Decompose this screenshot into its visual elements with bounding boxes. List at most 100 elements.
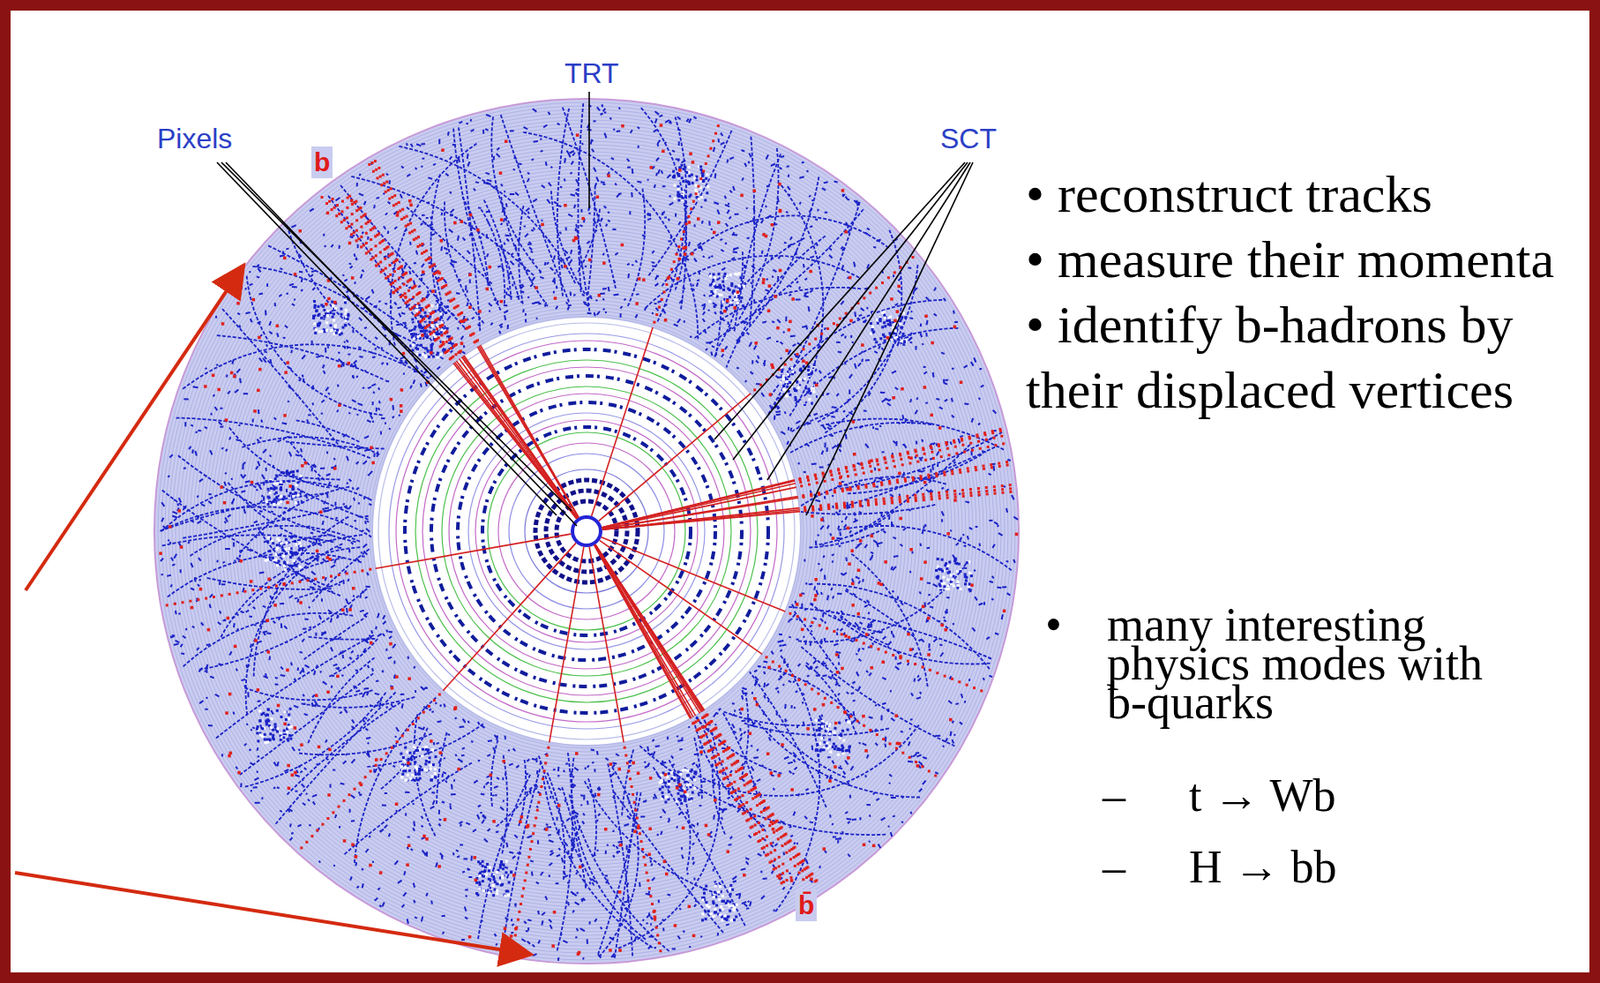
detector-hit (635, 293, 639, 295)
detector-hit (314, 670, 315, 675)
detector-hit (774, 415, 775, 420)
detector-hit (838, 539, 840, 542)
detector-hit (490, 886, 492, 890)
detector-hit (245, 287, 247, 290)
detector-hit (197, 495, 199, 498)
detector-hit (859, 816, 860, 820)
detector-hit (322, 508, 325, 510)
detector-hit (315, 356, 321, 358)
detector-hit (728, 792, 730, 795)
detector-hit (312, 468, 313, 472)
detector-hit (918, 471, 924, 472)
detector-hit (279, 268, 283, 270)
detector-hit (837, 684, 841, 687)
detector-hit (369, 413, 373, 414)
detector-hit (456, 855, 460, 857)
detector-hit (884, 621, 887, 623)
detector-hit (209, 604, 211, 608)
detector-hit (613, 294, 620, 296)
detector-hit (867, 626, 873, 628)
detector-hit (568, 154, 570, 158)
detector-hit (366, 572, 369, 576)
detector-hit (358, 793, 362, 795)
detector-hit (441, 246, 442, 251)
detector-hit (439, 819, 442, 821)
detector-hit (279, 603, 285, 604)
detector-hit (558, 957, 559, 961)
detector-hit (195, 431, 198, 433)
detector-hit (782, 644, 787, 646)
detector-hit (721, 747, 726, 749)
detector-hit (269, 358, 271, 365)
detector-hit (486, 179, 493, 181)
detector-hit (512, 284, 513, 287)
detector-hit (231, 478, 232, 480)
detector-hit (695, 224, 696, 227)
detector-hit (786, 663, 790, 666)
detector-hit (466, 123, 469, 125)
detector-hit (564, 799, 566, 802)
detector-hit (516, 852, 522, 854)
detector-hit (413, 821, 415, 827)
detector-hit (709, 220, 711, 225)
detector-hit (370, 703, 371, 706)
detector-hit (283, 337, 286, 338)
detector-hit (337, 351, 340, 354)
detector-hit (879, 426, 882, 427)
detector-hit (711, 345, 715, 348)
detector-hit (777, 276, 778, 280)
detector-hit (979, 368, 982, 369)
detector-hit (325, 576, 327, 581)
detector-hit (175, 610, 177, 614)
detector-hit (527, 919, 531, 920)
detector-hit (728, 844, 733, 845)
detector-hit (347, 345, 349, 349)
detector-hit (697, 822, 699, 825)
detector-hit (644, 761, 647, 763)
detector-hit (576, 927, 579, 931)
detector-hit (811, 200, 814, 202)
detector-hit (862, 578, 864, 582)
detector-hit (888, 708, 889, 712)
detector-hit (308, 606, 311, 608)
detector-hit (865, 359, 870, 361)
detector-hit (871, 554, 874, 559)
detector-hit (563, 770, 565, 772)
detector-hit (278, 484, 285, 485)
detector-hit (910, 718, 913, 719)
detector-hit (661, 762, 667, 763)
detector-hit (810, 642, 812, 646)
detector-hit (589, 920, 591, 924)
detector-hit (893, 274, 894, 277)
detector-hit (874, 467, 876, 472)
detector-hit (942, 616, 945, 618)
detector-hit (375, 626, 377, 630)
detector-hit (403, 870, 405, 875)
detector-hit (343, 502, 345, 505)
detector-hit (871, 525, 873, 529)
detector-hit (732, 880, 737, 882)
detector-hit (216, 560, 217, 563)
detector-hit (715, 172, 717, 179)
detector-hit (410, 241, 412, 246)
detector-hit (912, 551, 913, 554)
detector-hit (946, 597, 950, 599)
detector-hit (396, 735, 397, 738)
detector-hit (902, 414, 904, 419)
detector-hit (597, 750, 599, 755)
detector-hit (336, 410, 339, 413)
detector-hit (771, 321, 775, 322)
detector-hit (964, 700, 965, 703)
detector-hit (178, 503, 180, 507)
detector-hit (526, 791, 529, 793)
detector-hit (445, 780, 448, 783)
detector-hit (900, 342, 903, 344)
detector-hit (259, 571, 265, 573)
detector-hit (373, 391, 374, 394)
detector-hit (499, 330, 501, 335)
detector-hit (821, 591, 823, 595)
detector-hit (341, 674, 344, 675)
detector-hit (678, 158, 680, 162)
detector-hit (847, 398, 850, 403)
detector-hit (613, 854, 614, 858)
